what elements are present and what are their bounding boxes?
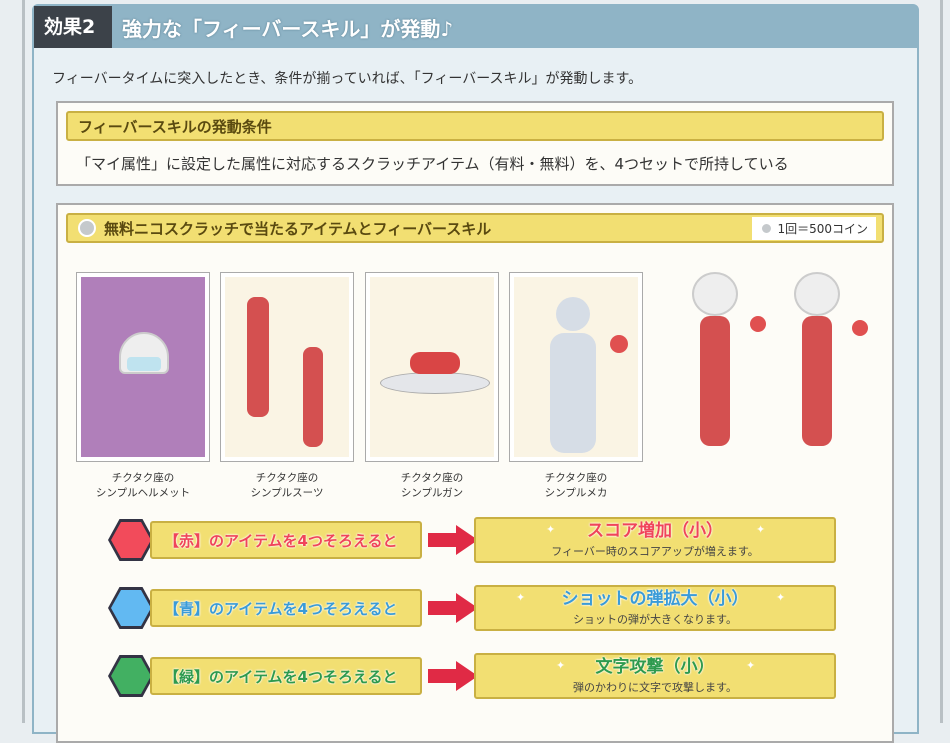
skill-condition: 【赤】のアイテムを4つそろえると: [150, 521, 422, 559]
skill-name: 文字攻撃（小）: [595, 657, 715, 677]
price-text: 1回＝500コイン: [777, 221, 868, 236]
condition-box: フィーバースキルの発動条件 「マイ属性」に設定した属性に対応するスクラッチアイテ…: [56, 101, 894, 186]
item-label: チクタク座のシンプルメカ: [544, 472, 608, 499]
red-gem-icon: [108, 519, 154, 561]
skill-name: スコア増加（小）: [587, 521, 723, 541]
intro-text: フィーバータイムに突入したとき、条件が揃っていれば、「フィーバースキル」が発動し…: [52, 71, 643, 87]
price-badge: 1回＝500コイン: [752, 216, 876, 240]
skill-result: ✦✦スコア増加（小）フィーバー時のスコアアップが増えます。: [474, 517, 836, 563]
suit-image: [225, 277, 349, 457]
item-card-mecha[interactable]: [509, 272, 643, 462]
skill-desc: ショットの弾が大きくなります。: [573, 613, 737, 626]
effect-panel: 効果2 強力な「フィーバースキル」が発動♪ フィーバータイムに突入したとき、条件…: [32, 4, 919, 743]
scratch-title: 無料ニコスクラッチで当たるアイテムとフィーバースキル: [104, 219, 492, 238]
condition-title: フィーバースキルの発動条件: [66, 111, 884, 141]
helmet-image: [81, 277, 205, 457]
scratch-box: 無料ニコスクラッチで当たるアイテムとフィーバースキル 1回＝500コイン チクタ…: [56, 203, 894, 743]
coin-icon: [760, 221, 774, 235]
item-label: チクタク座のシンプルスーツ: [250, 472, 324, 499]
gun-image: [370, 277, 494, 457]
skill-row-red: 【赤】のアイテムを4つそろえると ✦✦スコア増加（小）フィーバー時のスコアアップ…: [108, 517, 838, 563]
item-card-suit[interactable]: [220, 272, 354, 462]
left-border: [22, 0, 25, 723]
character-preview: [668, 272, 878, 462]
skill-row-green: 【緑】のアイテムを4つそろえると ✦✦文字攻撃（小）弾のかわりに文字で攻撃します…: [108, 653, 838, 699]
right-border: [940, 0, 943, 723]
blue-gem-icon: [108, 587, 154, 629]
skill-result: ✦✦ショットの弾拡大（小）ショットの弾が大きくなります。: [474, 585, 836, 631]
skill-row-blue: 【青】のアイテムを4つそろえると ✦✦ショットの弾拡大（小）ショットの弾が大きく…: [108, 585, 838, 631]
mecha-image: [514, 277, 638, 457]
section-title: 強力な「フィーバースキル」が発動♪: [122, 16, 454, 41]
item-label: チクタク座のシンプルヘルメット: [95, 472, 191, 499]
item-card-gun[interactable]: [365, 272, 499, 462]
coin-icon: [78, 219, 96, 237]
skill-condition: 【青】のアイテムを4つそろえると: [150, 589, 422, 627]
item-label: チクタク座のシンプルガン: [400, 472, 464, 499]
item-card-helmet[interactable]: [76, 272, 210, 462]
scratch-title-bar: 無料ニコスクラッチで当たるアイテムとフィーバースキル 1回＝500コイン: [66, 213, 884, 243]
skill-name: ショットの弾拡大（小）: [561, 589, 749, 609]
green-gem-icon: [108, 655, 154, 697]
skill-desc: 弾のかわりに文字で攻撃します。: [573, 681, 737, 694]
condition-text: 「マイ属性」に設定した属性に対応するスクラッチアイテム（有料・無料）を、4つセッ…: [76, 155, 789, 173]
skill-desc: フィーバー時のスコアアップが増えます。: [551, 545, 759, 558]
effect-tag: 効果2: [34, 6, 112, 48]
section-header: 効果2 強力な「フィーバースキル」が発動♪: [34, 6, 917, 48]
skill-result: ✦✦文字攻撃（小）弾のかわりに文字で攻撃します。: [474, 653, 836, 699]
skill-condition: 【緑】のアイテムを4つそろえると: [150, 657, 422, 695]
